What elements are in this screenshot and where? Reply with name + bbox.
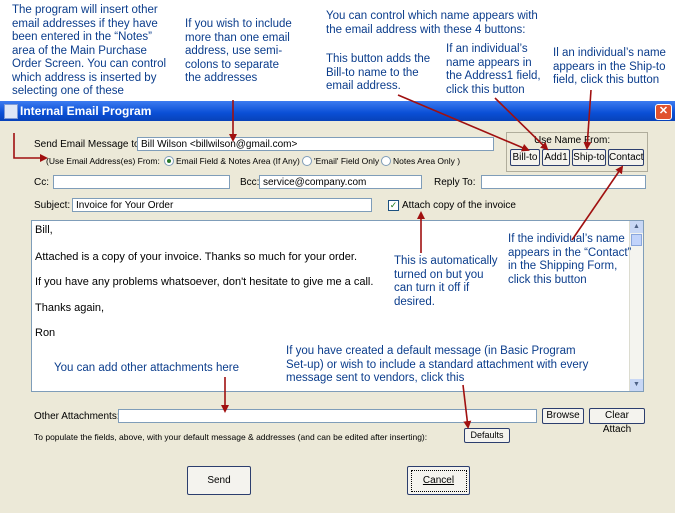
message-line: Attached is a copy of your invoice. Than… [35, 251, 358, 263]
send-to-input[interactable]: Bill Wilson <billwilson@gmail.com> [137, 137, 494, 151]
clear-attach-button[interactable]: Clear Attach [589, 408, 645, 435]
note-default-message: If you have created a default message (i… [286, 345, 589, 384]
window-title: Internal Email Program [20, 104, 152, 118]
attach-invoice-checkbox[interactable]: ✓ [388, 200, 399, 211]
cancel-label: Cancel [422, 475, 455, 486]
subject-input[interactable]: Invoice for Your Order [72, 198, 372, 212]
radio-email-only[interactable] [302, 156, 312, 166]
billto-button[interactable]: Bill-to [510, 149, 540, 166]
message-line: Ron [35, 327, 56, 339]
use-from-label: (Use Email Address(es) From: [46, 156, 160, 166]
defaults-button[interactable]: Defaults [464, 428, 510, 443]
message-line: Thanks again, [35, 302, 105, 314]
scroll-down-icon[interactable]: ▼ [630, 379, 643, 391]
add1-button[interactable]: Add1 [542, 149, 570, 166]
note-attachments: You can add other attachments here [54, 362, 239, 374]
scroll-thumb[interactable] [631, 234, 642, 246]
populate-text: To populate the fields, above, with your… [34, 432, 428, 442]
reply-to-input[interactable] [481, 175, 646, 189]
message-line: If you have any problems whatsoever, don… [35, 276, 374, 288]
app-icon [4, 104, 18, 119]
subject-label: Subject: [34, 200, 71, 211]
other-attachments-label: Other Attachments: [34, 411, 120, 422]
message-body[interactable]: Bill, Attached is a copy of your invoice… [31, 220, 644, 392]
shipto-button[interactable]: Ship-to [572, 149, 606, 166]
radio-notes-only-label[interactable]: Notes Area Only ) [393, 156, 461, 166]
use-name-label: Use Name From: [534, 135, 611, 146]
message-scrollbar[interactable]: ▲ ▼ [629, 221, 643, 391]
bcc-label: Bcc: [240, 177, 260, 188]
cc-label: Cc: [34, 177, 49, 188]
message-line: Bill, [35, 224, 53, 236]
radio-email-notes[interactable] [164, 156, 174, 166]
radio-email-only-label[interactable]: 'Email' Field Only [314, 156, 380, 166]
other-attachments-input[interactable] [118, 409, 537, 423]
radio-email-notes-label[interactable]: Email Field & Notes Area (If Any) [176, 156, 300, 166]
cancel-focus-ring [411, 470, 467, 492]
send-to-label: Send Email Message to: [34, 139, 143, 150]
title-bar: Internal Email Program [0, 101, 675, 121]
browse-button[interactable]: Browse [542, 408, 584, 424]
reply-to-label: Reply To: [434, 177, 476, 188]
cc-input[interactable] [53, 175, 230, 189]
contact-button[interactable]: Contact [608, 149, 644, 166]
radio-notes-only[interactable] [381, 156, 391, 166]
scroll-up-icon[interactable]: ▲ [630, 221, 643, 233]
send-button[interactable]: Send [187, 466, 251, 495]
bcc-input[interactable]: service@company.com [259, 175, 422, 189]
attach-invoice-label[interactable]: Attach copy of the invoice [402, 200, 516, 211]
close-icon[interactable]: ✕ [655, 104, 672, 120]
